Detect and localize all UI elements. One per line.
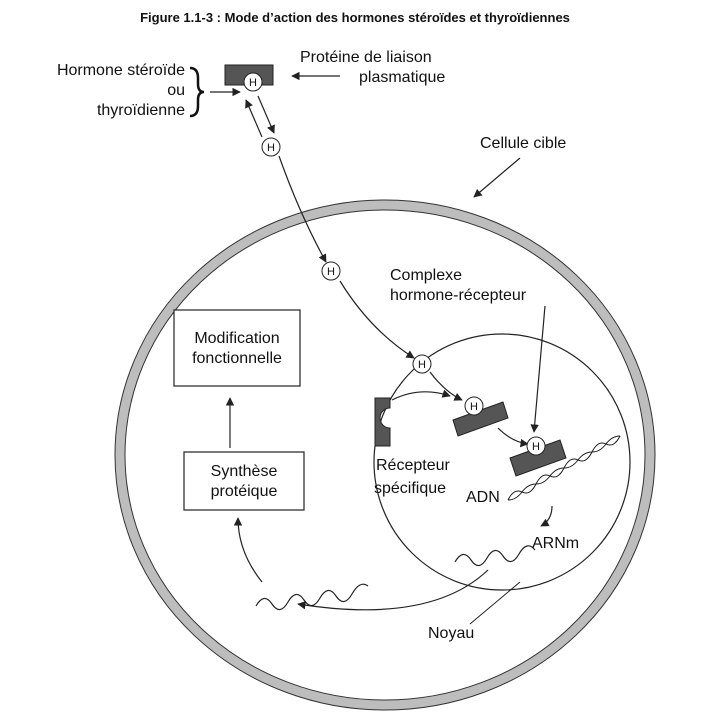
nucleus-pointer bbox=[469, 581, 521, 625]
arrow-transcription bbox=[540, 505, 553, 527]
arrow-into-cell bbox=[278, 155, 327, 263]
plasma-protein-label-1: Protéine de liaison bbox=[300, 49, 432, 66]
synthesis-box bbox=[183, 451, 305, 511]
arrow-complex bbox=[530, 305, 546, 433]
hormone-label-3: thyroïdienne bbox=[97, 102, 185, 119]
svg-text:H: H bbox=[327, 266, 335, 278]
svg-text:H: H bbox=[267, 142, 275, 154]
plasma-protein-label-2: plasmatique bbox=[359, 69, 445, 86]
svg-text:H: H bbox=[532, 441, 540, 453]
arrow-target-cell bbox=[473, 157, 521, 198]
hormone-label-1: Hormone stéroïde bbox=[57, 62, 185, 79]
modification-box bbox=[173, 309, 301, 387]
figure-title: Figure 1.1-3 : Mode d’action des hormone… bbox=[140, 10, 570, 25]
dna-label: ADN bbox=[466, 489, 500, 506]
arrow-rebind bbox=[245, 99, 263, 138]
receptor-label-1: Récepteur bbox=[376, 457, 450, 474]
hormone-bound-plasma: H bbox=[243, 72, 263, 92]
svg-text:H: H bbox=[418, 359, 426, 371]
arrow-to-receptor bbox=[429, 371, 463, 401]
synthesis-label-2: protéique bbox=[211, 483, 278, 500]
complex-label-1: Complexe bbox=[390, 267, 462, 284]
modification-label-2: fonctionnelle bbox=[192, 350, 282, 367]
hormone-label-2: ou bbox=[167, 82, 185, 99]
dna-helix bbox=[507, 435, 621, 501]
arrow-mrna-export bbox=[297, 569, 489, 611]
modification-label-1: Modification bbox=[194, 330, 279, 347]
svg-text:H: H bbox=[470, 401, 478, 413]
target-cell-label: Cellule cible bbox=[480, 135, 566, 152]
mrna-cytoplasm bbox=[255, 583, 369, 611]
receptor-label-2: spécifique bbox=[374, 480, 446, 497]
free-hormone-2: H bbox=[321, 261, 341, 281]
mrna-nucleus bbox=[454, 545, 536, 567]
complex-label-2: hormone-récepteur bbox=[390, 287, 527, 304]
arrow-translation bbox=[233, 517, 263, 583]
free-hormone-1: H bbox=[261, 137, 281, 157]
svg-text:H: H bbox=[249, 77, 257, 89]
free-receptor bbox=[374, 397, 391, 447]
synthesis-label-1: Synthèse bbox=[211, 463, 278, 480]
arrow-into-nucleus bbox=[339, 280, 415, 359]
arrow-receptor-binding bbox=[391, 389, 451, 401]
arrow-complex-to-dna bbox=[497, 427, 529, 448]
arrow-release bbox=[257, 95, 275, 134]
nucleus-label: Noyau bbox=[428, 625, 474, 642]
brace bbox=[189, 66, 205, 118]
receptor-hormone-complex-2: H bbox=[509, 436, 567, 477]
mrna-label: ARNm bbox=[532, 535, 579, 552]
nucleus bbox=[373, 333, 631, 591]
free-hormone-3: H bbox=[412, 354, 432, 374]
receptor-hormone-complex-1: H bbox=[452, 396, 509, 437]
